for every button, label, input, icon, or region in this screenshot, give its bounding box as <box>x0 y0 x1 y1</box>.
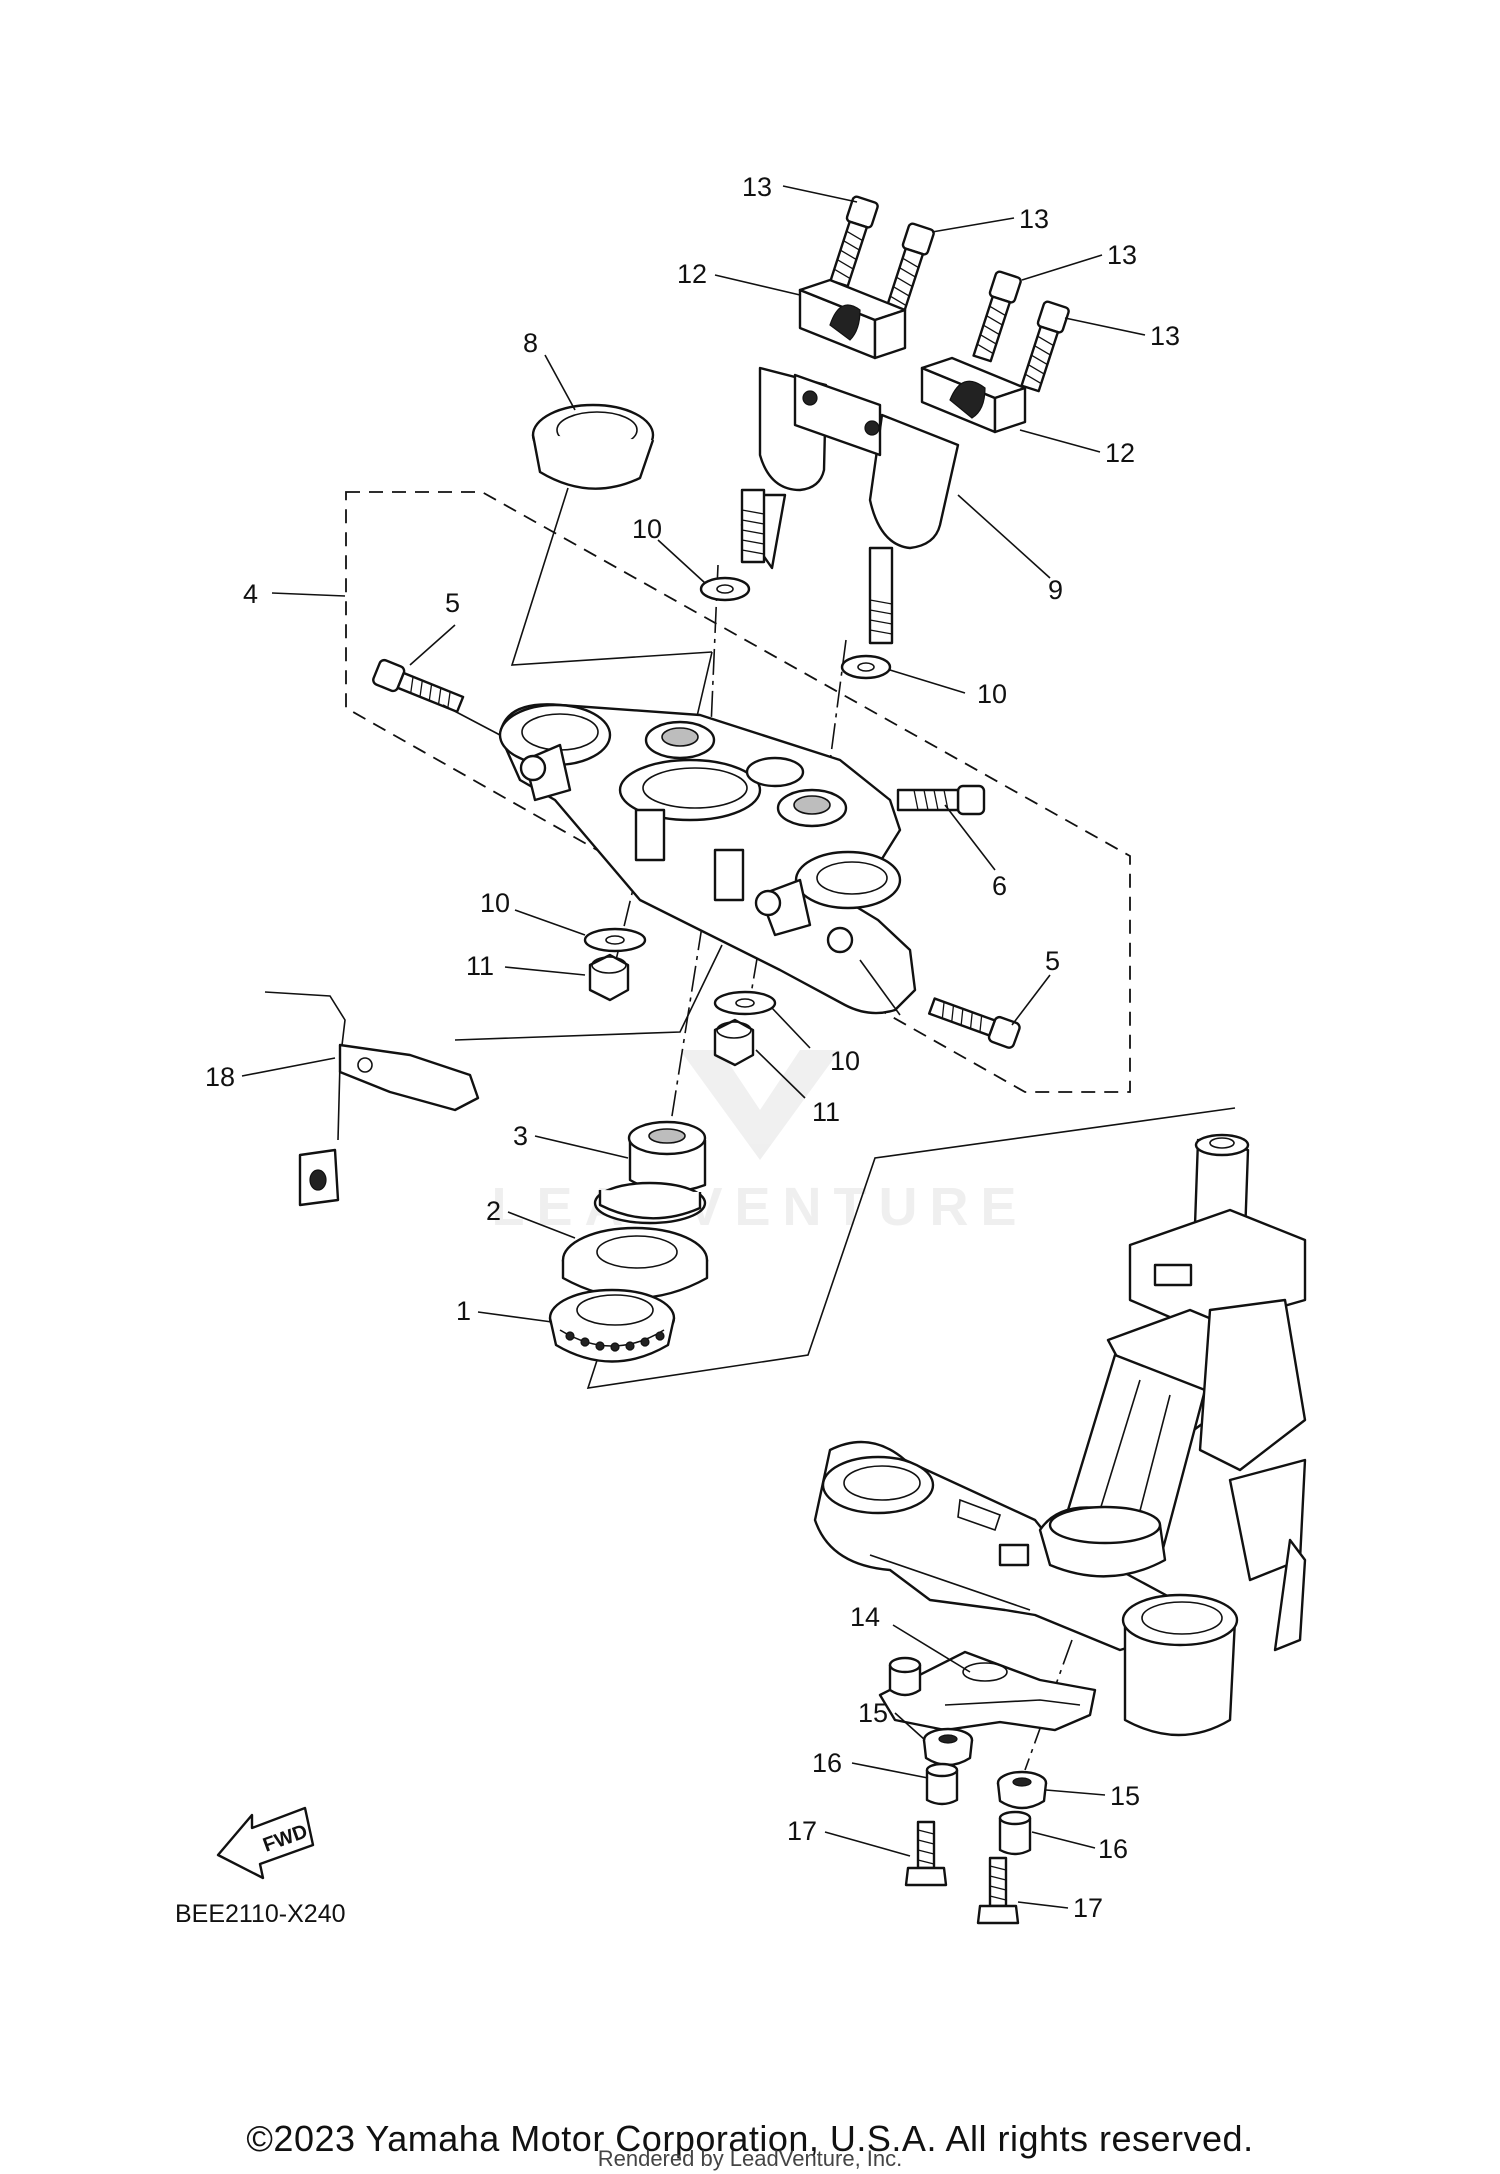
handlebar-riser-right <box>868 413 960 645</box>
callout-2: 2 <box>486 1196 501 1226</box>
washer-10-right <box>713 990 777 1016</box>
washer-9-lower <box>840 654 892 680</box>
callout-12: 12 <box>677 259 707 289</box>
rendered-by-notice: Rendered by LeadVenture, Inc. <box>597 2146 903 2171</box>
bolt-17-right <box>976 1856 1020 1925</box>
callout-17: 17 <box>1073 1893 1103 1923</box>
bolt-13-b <box>885 222 935 315</box>
callout-8: 9 <box>1048 575 1063 605</box>
copyright-notice: ©2023 Yamaha Motor Corporation, U.S.A. A… <box>246 2118 1254 2159</box>
upper-clamp-right <box>920 356 1027 434</box>
callout-17: 17 <box>787 1816 817 1846</box>
washer-10-left <box>583 927 647 953</box>
bolt-17-left <box>904 1820 948 1887</box>
callout-10: 10 <box>480 888 510 918</box>
upper-bracket <box>498 703 917 1015</box>
callout-15: 15 <box>858 1698 888 1728</box>
callout-7: 8 <box>523 328 538 358</box>
bolt-13-a <box>829 195 879 288</box>
leader-lines <box>241 185 1146 1909</box>
fwd-arrow-icon: FWD <box>216 1806 315 1880</box>
callout-13: 13 <box>1019 204 1049 234</box>
callout-14: 14 <box>850 1602 880 1632</box>
callout-13: 13 <box>1150 321 1180 351</box>
bolt-5-right <box>927 997 1021 1049</box>
callout-16: 16 <box>1098 1834 1128 1864</box>
callout-13: 13 <box>1107 240 1137 270</box>
callout-5: 5 <box>445 588 460 618</box>
nut-11-right <box>713 1018 755 1067</box>
grommet-15-left <box>922 1727 974 1767</box>
washer-9-upper <box>699 576 751 602</box>
callout-15: 15 <box>1110 1781 1140 1811</box>
bracket-18 <box>264 991 480 1207</box>
callout-labels: 13 13 13 13 12 12 8 9 10 10 4 5 6 5 10 1… <box>205 172 1180 1923</box>
bolt-6 <box>896 784 986 816</box>
seal-2 <box>561 1226 709 1300</box>
callout-5: 5 <box>1045 946 1060 976</box>
bearing-1 <box>548 1288 676 1363</box>
leadventure-watermark: LEADVENTURE <box>491 1050 1028 1237</box>
callout-9: 10 <box>632 514 662 544</box>
bolt-5-left <box>372 658 465 714</box>
grommet-15-right <box>996 1770 1048 1810</box>
lower-bracket-assembly <box>813 1133 1307 1737</box>
collar-16-right <box>998 1810 1032 1856</box>
upper-bracket-boundary <box>345 491 1131 1093</box>
callout-11: 11 <box>812 1097 840 1127</box>
collar-16-left <box>925 1762 959 1806</box>
callout-3: 3 <box>513 1121 528 1151</box>
callout-10: 10 <box>830 1046 860 1076</box>
callout-11: 11 <box>466 951 494 981</box>
callout-16: 16 <box>812 1748 842 1778</box>
bolt-13-d <box>1020 300 1070 393</box>
collar-3 <box>593 1120 707 1225</box>
diagram-code: BEE2110-X240 <box>175 1900 346 1928</box>
nut-11-left <box>588 953 630 1002</box>
bolt-13-c <box>972 270 1022 363</box>
callout-18: 18 <box>205 1062 235 1092</box>
plate-14 <box>878 1650 1097 1732</box>
callout-1: 1 <box>456 1296 471 1326</box>
callout-4: 4 <box>243 579 258 609</box>
cap-7 <box>531 403 655 490</box>
callout-13: 13 <box>742 172 772 202</box>
callout-9: 10 <box>977 679 1007 709</box>
upper-clamp-left <box>798 278 907 360</box>
watermark-text: LEADVENTURE <box>491 1177 1028 1237</box>
callout-6: 6 <box>992 871 1007 901</box>
callout-12: 12 <box>1105 438 1135 468</box>
